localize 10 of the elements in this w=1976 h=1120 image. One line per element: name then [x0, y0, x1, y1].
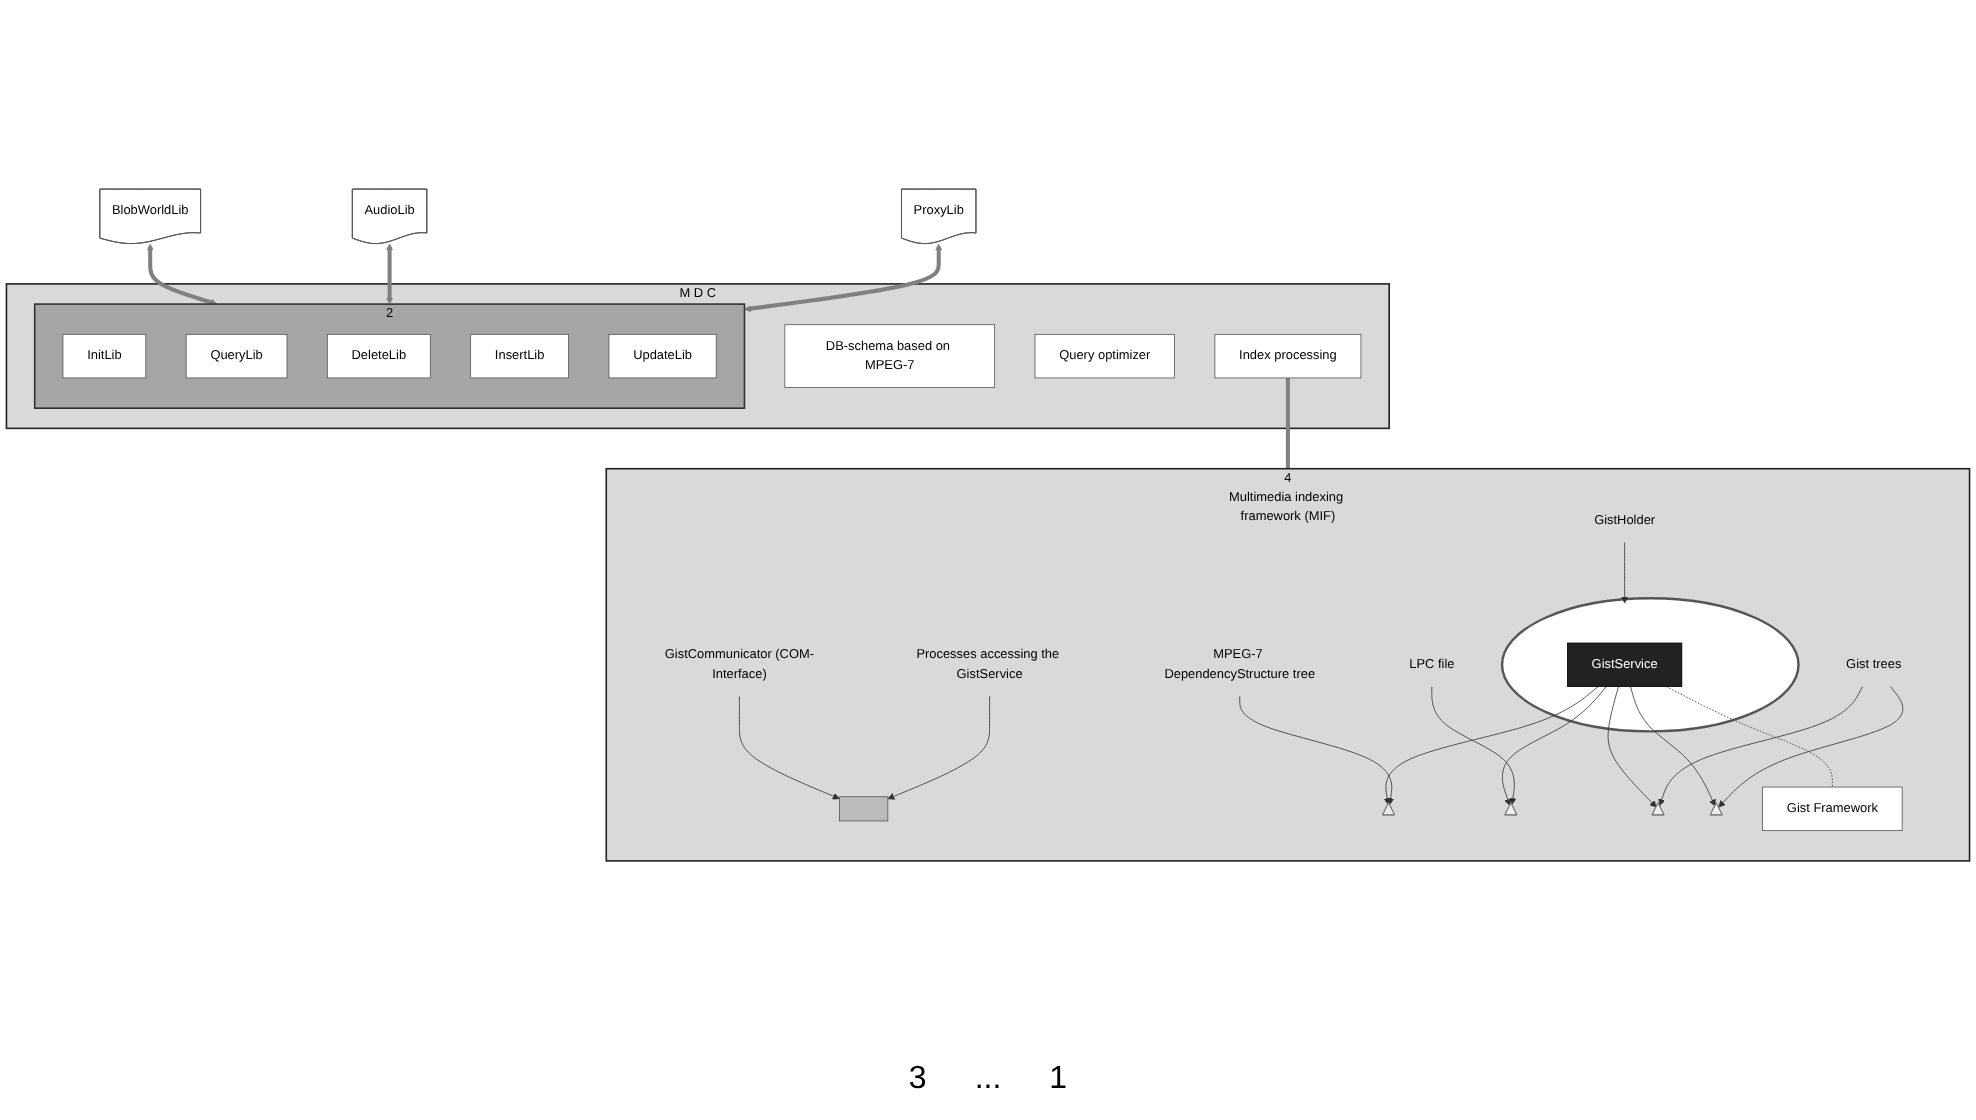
callout-number: ...: [974, 1062, 1002, 1098]
arrow: [146, 243, 218, 306]
arrow: [386, 243, 394, 305]
cluster: [1500, 597, 1800, 733]
callout-number: 1: [1049, 1062, 1068, 1098]
connector: [1665, 686, 1833, 788]
connector: [1285, 377, 1290, 469]
arrow: [744, 243, 943, 313]
callout-number: 3: [908, 1062, 927, 1098]
node-box: [839, 796, 889, 822]
